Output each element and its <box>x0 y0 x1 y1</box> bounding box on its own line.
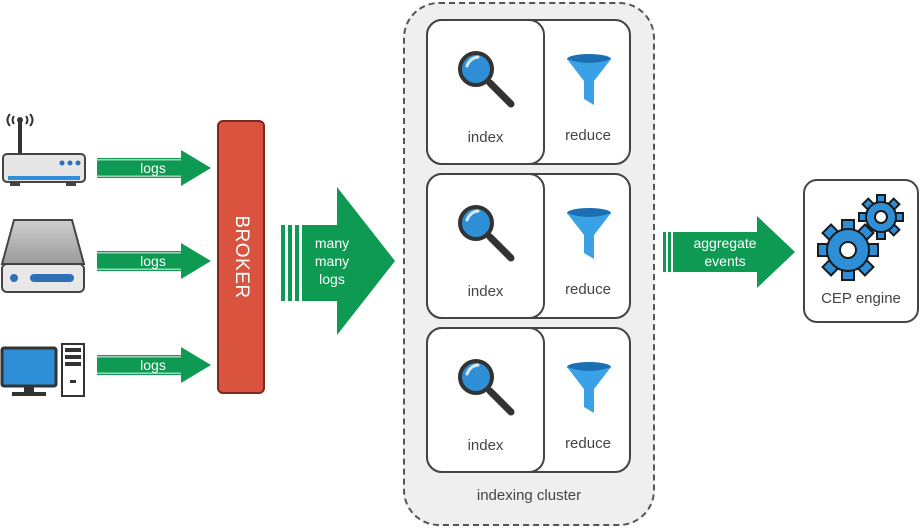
reduce-label: reduce <box>565 281 611 298</box>
magnifier-icon <box>458 359 515 416</box>
many-logs-line1: many <box>314 235 350 251</box>
index-label: index <box>467 129 504 146</box>
funnel-icon <box>567 208 611 259</box>
many-logs-arrow <box>281 187 395 335</box>
funnel-icon <box>567 362 611 413</box>
cluster-node: index reduce <box>426 327 631 473</box>
aggregate-events-label: aggregate events <box>679 234 771 270</box>
logs-arrow-label: logs <box>140 357 166 373</box>
cluster-node: index reduce <box>426 19 631 165</box>
indexing-cluster-label: indexing cluster <box>476 487 582 504</box>
logs-arrow <box>97 347 211 383</box>
aggregate-events-arrow <box>663 216 795 288</box>
magnifier-icon <box>458 205 515 262</box>
many-logs-line2: many <box>314 253 350 269</box>
aggregate-events-line1: aggregate <box>693 235 757 251</box>
storage-drive-icon <box>0 219 86 293</box>
funnel-icon <box>567 54 611 105</box>
reduce-label: reduce <box>565 435 611 452</box>
broker-box <box>217 120 265 394</box>
index-panel <box>426 327 545 473</box>
index-panel <box>426 173 545 319</box>
reduce-label: reduce <box>565 127 611 144</box>
many-logs-line3: logs <box>319 271 345 287</box>
magnifier-icon <box>458 51 515 108</box>
gears-icon <box>817 194 904 281</box>
logs-arrow <box>97 150 211 186</box>
broker-label: BROKER <box>231 215 252 299</box>
many-logs-label: many many logs <box>300 234 364 288</box>
logs-arrow-label: logs <box>140 253 166 269</box>
router-icon <box>2 113 86 186</box>
index-panel <box>426 19 545 165</box>
cluster-node: index reduce <box>426 173 631 319</box>
aggregate-events-line2: events <box>704 253 746 269</box>
desktop-computer-icon <box>0 343 85 397</box>
index-label: index <box>467 283 504 300</box>
logs-arrow-label: logs <box>140 160 166 176</box>
logs-arrow <box>97 243 211 279</box>
cep-engine-label: CEP engine <box>821 290 901 307</box>
index-label: index <box>467 437 504 454</box>
